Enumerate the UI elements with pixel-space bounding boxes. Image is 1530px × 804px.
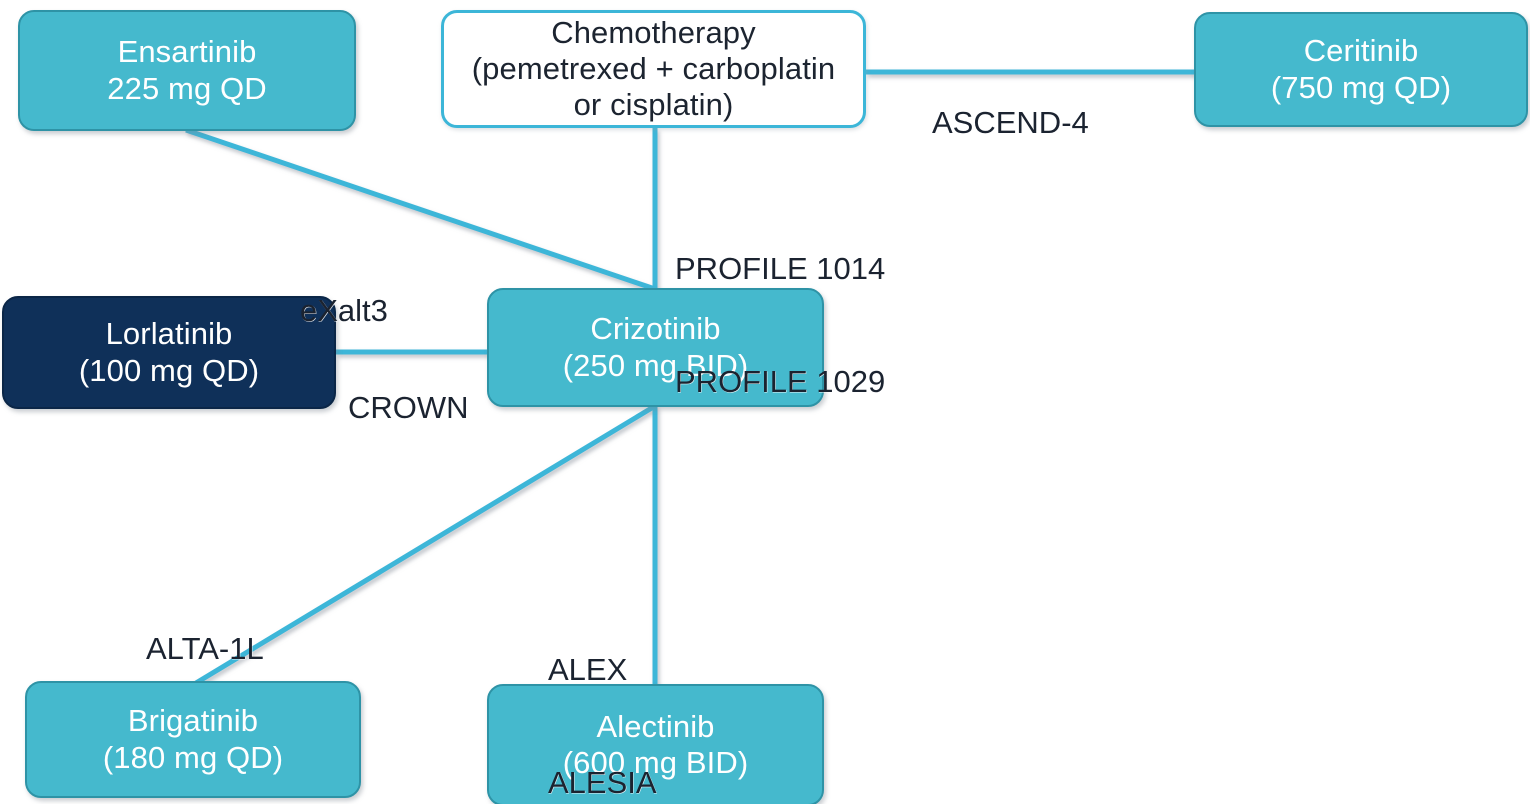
node-chemotherapy[interactable]: Chemotherapy (pemetrexed + carboplatin o… [441, 10, 866, 128]
node-alectinib[interactable]: Alectinib (600 mg BID) [487, 684, 824, 804]
node-brigatinib-dose: (180 mg QD) [102, 739, 284, 775]
node-crizotinib[interactable]: Crizotinib (250 mg BID) [487, 288, 824, 407]
edge-label-exalt3-line1: eXalt3 [300, 292, 388, 328]
edge-label-alexalesia-line1: ALEX [548, 651, 628, 687]
edge-label-profile-line1: PROFILE 1014 [675, 250, 886, 286]
edge-label-ascend4-line1: ASCEND-4 [932, 104, 1089, 140]
node-alectinib-dose: (600 mg BID) [562, 745, 749, 780]
node-crizotinib-name: Crizotinib [590, 311, 721, 347]
node-brigatinib-name: Brigatinib [127, 703, 259, 739]
node-chemotherapy-detail-1: (pemetrexed + carboplatin [471, 50, 836, 86]
edge-label-ascend4: ASCEND-4 [932, 28, 1089, 217]
edge-label-exalt3: eXalt3 [300, 216, 388, 405]
node-ensartinib[interactable]: Ensartinib 225 mg QD [18, 10, 356, 131]
edge-label-alta1l-line1: ALTA-1L [146, 630, 264, 666]
node-ensartinib-dose: 225 mg QD [107, 70, 267, 106]
node-chemotherapy-detail-2: or cisplatin) [573, 87, 734, 123]
edge-label-alexalesia-line2: ALESIA [548, 765, 657, 801]
edge-label-alexalesia: ALEX ALESIA [548, 575, 657, 804]
node-alectinib-name: Alectinib [596, 708, 715, 744]
node-ceritinib-dose: (750 mg QD) [1270, 69, 1452, 105]
edge-label-profile-line2: PROFILE 1029 [675, 364, 886, 400]
edge-label-crown: CROWN [348, 313, 469, 502]
edge-label-crown-line1: CROWN [348, 389, 469, 425]
node-lorlatinib-name: Lorlatinib [105, 316, 233, 352]
node-lorlatinib[interactable]: Lorlatinib (100 mg QD) [2, 296, 336, 409]
node-lorlatinib-dose: (100 mg QD) [78, 352, 260, 388]
node-ceritinib-name: Ceritinib [1303, 33, 1419, 69]
edge-line-exalt3 [185, 127, 656, 292]
node-ceritinib[interactable]: Ceritinib (750 mg QD) [1194, 12, 1528, 127]
edge-label-alta1l: ALTA-1L [146, 554, 264, 743]
node-brigatinib[interactable]: Brigatinib (180 mg QD) [25, 681, 361, 798]
node-crizotinib-dose: (250 mg BID) [562, 347, 749, 383]
edge-label-profile: PROFILE 1014 PROFILE 1029 [675, 174, 885, 477]
node-ensartinib-name: Ensartinib [117, 34, 257, 70]
node-chemotherapy-name: Chemotherapy [551, 14, 756, 50]
